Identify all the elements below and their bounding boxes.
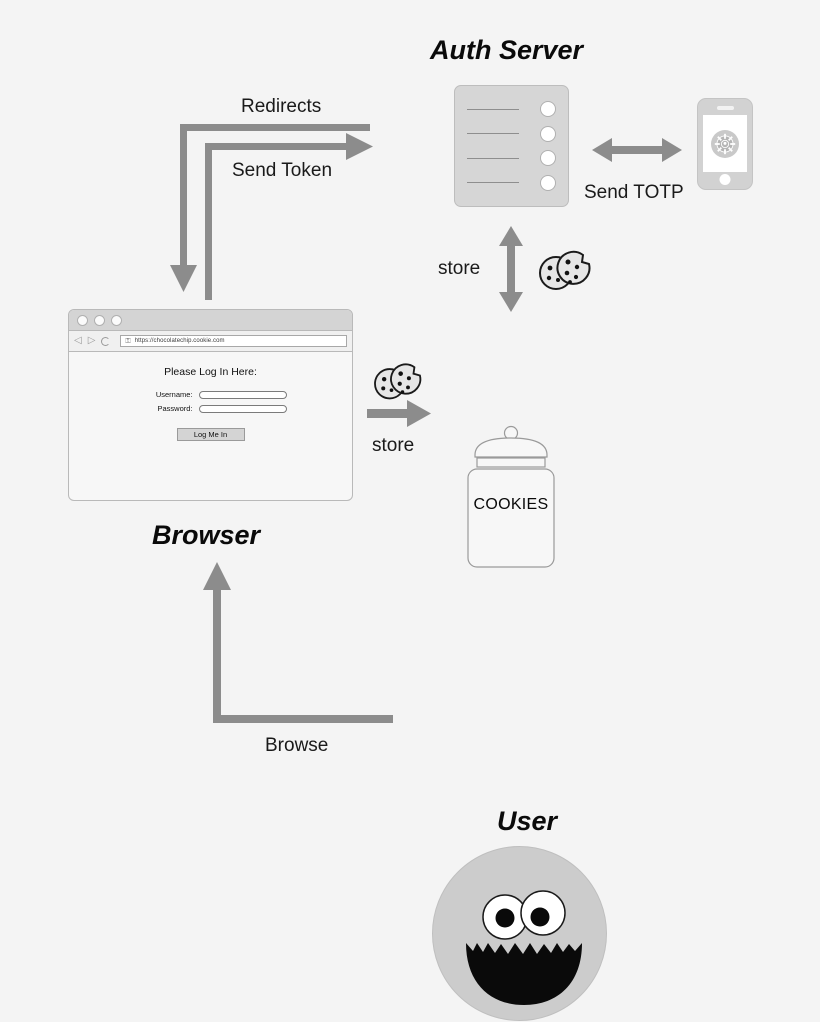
server-row — [467, 174, 556, 192]
reload-icon[interactable] — [101, 336, 111, 346]
browser-titlebar — [69, 310, 352, 331]
send-token-arrow — [205, 133, 373, 300]
phone-screen — [703, 115, 747, 172]
server-row — [467, 100, 556, 118]
browse-arrow — [203, 562, 393, 723]
server-row-line — [467, 157, 519, 159]
browse-label: Browse — [265, 735, 329, 756]
phone-home-button — [719, 174, 731, 185]
username-row: Username: — [135, 390, 287, 399]
close-dot-icon[interactable] — [77, 314, 88, 326]
send-token-label: Send Token — [232, 160, 333, 181]
diagram-canvas: Auth Server — [68, 35, 753, 1021]
browser-toolbar: ◁ ▷ ⚿ https://chocolatechip.cookie.com — [69, 331, 352, 352]
server-row-line — [467, 108, 519, 110]
settings-gear-icon — [711, 129, 739, 158]
log-me-in-button[interactable]: Log Me In — [176, 428, 245, 441]
server-row-indicator — [540, 174, 556, 191]
cookies-icon-browser — [374, 363, 422, 400]
back-icon[interactable]: ◁ — [74, 335, 82, 346]
server-row-indicator — [540, 150, 556, 167]
password-label: Password: — [157, 404, 193, 413]
url-bar[interactable]: ⚿ https://chocolatechip.cookie.com — [120, 335, 347, 347]
cookie-jar-label: COOKIES — [473, 496, 549, 513]
user-avatar — [432, 846, 607, 1021]
browser-window[interactable]: ◁ ▷ ⚿ https://chocolatechip.cookie.com P… — [68, 309, 353, 501]
login-heading: Please Log In Here: — [164, 366, 257, 378]
password-row: Password: — [135, 404, 287, 413]
server-row-indicator — [540, 101, 556, 117]
minimize-dot-icon[interactable] — [94, 314, 105, 326]
cookie-jar: COOKIES — [463, 425, 559, 571]
phone-device — [697, 98, 753, 190]
phone-speaker-icon — [716, 106, 734, 110]
cookies-icon-server — [539, 250, 591, 290]
store-browser-arrow — [367, 400, 431, 427]
auth-server-title: Auth Server — [430, 35, 584, 65]
lock-icon: ⚿ — [125, 337, 131, 345]
maximize-dot-icon[interactable] — [111, 314, 122, 326]
redirects-arrow — [170, 124, 370, 292]
store-server-label: store — [438, 258, 481, 279]
username-label: Username: — [155, 390, 193, 399]
cookie-jar-icon — [467, 425, 555, 568]
server-row-indicator — [540, 125, 556, 142]
user-title: User — [497, 806, 558, 836]
browser-page-content: Please Log In Here: Username: Password: … — [69, 352, 352, 500]
server-row-line — [467, 182, 519, 184]
store-browser-label: store — [372, 435, 415, 456]
password-input[interactable] — [198, 404, 287, 413]
send-totp-label: Send TOTP — [584, 182, 684, 203]
redirects-label: Redirects — [241, 96, 322, 117]
server-row — [467, 149, 556, 167]
auth-server-box — [454, 85, 569, 207]
username-input[interactable] — [198, 390, 287, 399]
cookie-monster-face-icon — [466, 890, 582, 1005]
store-server-arrow — [499, 226, 523, 312]
url-text: https://chocolatechip.cookie.com — [134, 338, 225, 344]
send-totp-arrow — [592, 138, 682, 162]
forward-icon[interactable]: ▷ — [87, 335, 96, 346]
server-row-line — [467, 133, 519, 135]
server-row — [467, 125, 556, 143]
browser-title: Browser — [152, 520, 261, 550]
